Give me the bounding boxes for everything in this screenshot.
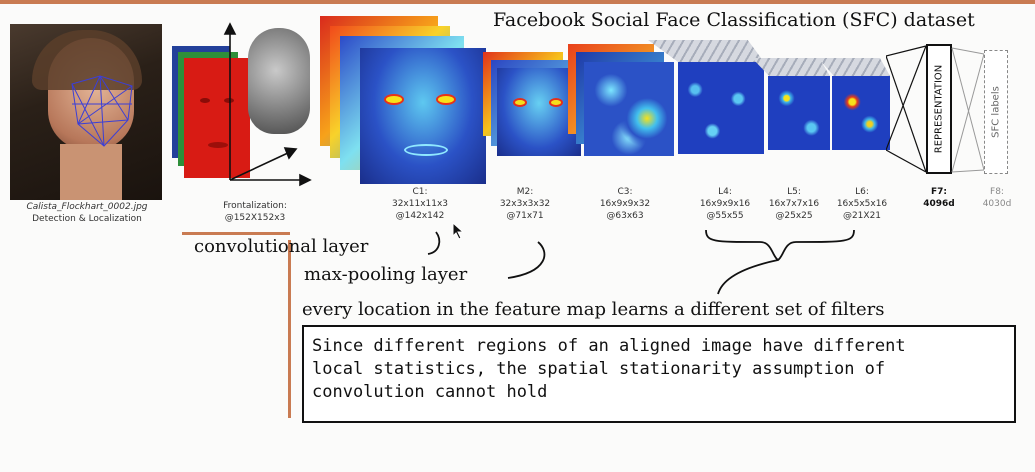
- l4-locally-connected-block: [648, 40, 764, 156]
- annotation-curves: [427, 229, 855, 295]
- c3-feature-stack: [568, 44, 676, 156]
- annotation-bracket-vertical: [288, 240, 291, 418]
- stage-0-name: Calista_Flockhart_0002.jpg: [26, 202, 148, 212]
- fully-connected-lines: [886, 45, 985, 173]
- explanation-box: Since different regions of an aligned im…: [302, 325, 1016, 423]
- stage-7-size: 16x5x5x16: [836, 199, 888, 209]
- stage-3-out: @71x71: [506, 211, 544, 221]
- l6-locally-connected-block: [818, 58, 890, 150]
- stage-1-caption: @152X152x3: [224, 213, 286, 223]
- stage-0-caption: Detection & Localization: [32, 214, 142, 224]
- stage-7-name: L6:: [855, 187, 869, 197]
- f7-representation-box: REPRESENTATION: [926, 44, 952, 174]
- max-pooling-layer-note: max-pooling layer: [304, 264, 468, 285]
- stage-8-name: F7:: [930, 187, 947, 197]
- stage-6-name: L5:: [787, 187, 801, 197]
- stage-8-size: 4096d: [923, 199, 955, 209]
- c1-feature-stack: [320, 16, 490, 184]
- stage-6-out: @25x25: [775, 211, 813, 221]
- stage-5-out: @55x55: [706, 211, 744, 221]
- frontalization-axes-icon: [223, 22, 312, 187]
- stage-7-out: @21X21: [842, 211, 882, 221]
- stage-5-name: L4:: [718, 187, 732, 197]
- stage-4-name: C3:: [617, 187, 633, 197]
- sfc-labels-text: SFC labels: [990, 86, 1002, 138]
- stage-2-out: @142x142: [395, 211, 445, 221]
- local-filters-note: every location in the feature map learns…: [302, 299, 885, 320]
- top-accent-line: [0, 0, 1035, 4]
- stage-4-size: 16x9x9x32: [599, 199, 651, 209]
- stage-9-size: 4030d: [982, 199, 1012, 209]
- stage-9-name: F8:: [990, 187, 1004, 197]
- stage-3-name: M2:: [516, 187, 534, 197]
- frontalization-stack: [172, 46, 252, 178]
- diagram-title: Facebook Social Face Classification (SFC…: [493, 9, 975, 31]
- m2-feature-stack: [483, 52, 581, 156]
- stage-1-name: Frontalization:: [223, 201, 287, 211]
- annotation-bracket-horizontal: [182, 232, 290, 235]
- explanation-text: Since different regions of an aligned im…: [312, 336, 906, 402]
- f8-sfc-labels-box: SFC labels: [984, 50, 1008, 174]
- 3d-face-model: [248, 28, 310, 134]
- landmark-mesh-icon: [71, 75, 133, 147]
- input-face-photo: [10, 24, 162, 200]
- stage-4-out: @63x63: [606, 211, 644, 221]
- stage-2-name: C1:: [412, 187, 428, 197]
- l5-locally-connected-block: [752, 58, 830, 150]
- stage-3-size: 32x3x3x32: [499, 199, 551, 209]
- stage-6-size: 16x7x7x16: [768, 199, 820, 209]
- stage-2-size: 32x11x11x3: [391, 199, 449, 209]
- mouse-cursor-icon: [452, 222, 465, 240]
- convolutional-layer-note: convolutional layer: [194, 236, 369, 257]
- stage-5-size: 16x9x9x16: [699, 199, 751, 209]
